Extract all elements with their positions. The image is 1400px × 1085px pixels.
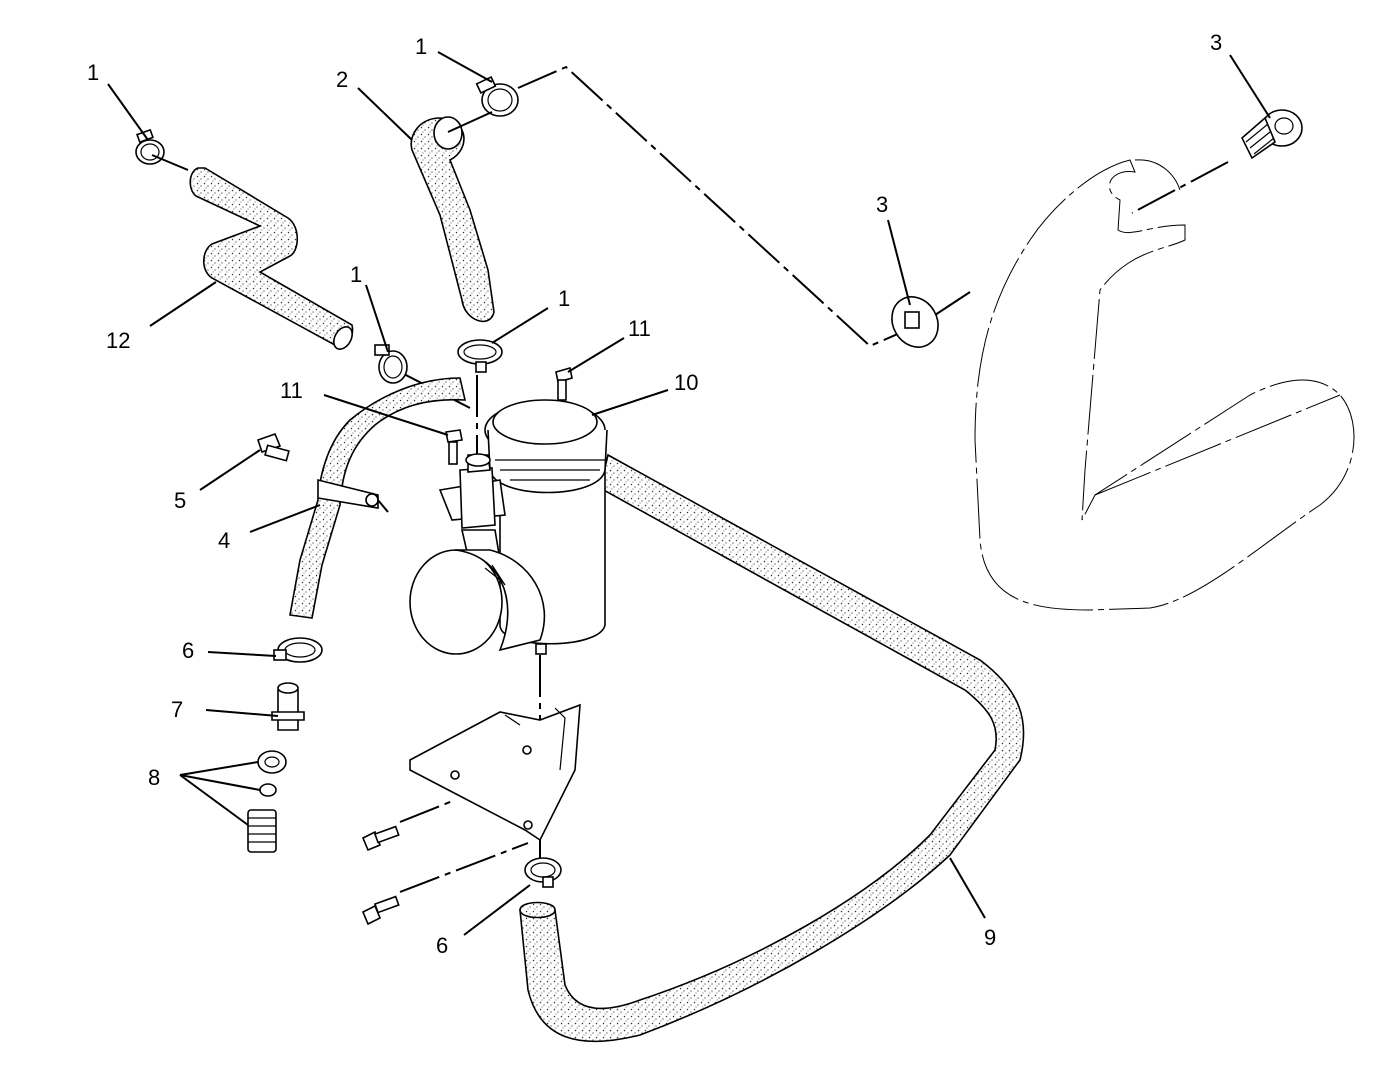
fitting-7	[271, 682, 305, 731]
filter-assembly-10	[409, 399, 608, 655]
clamp-1-topmiddle	[475, 76, 519, 117]
callout-6-upper: 6	[182, 638, 194, 663]
callout-1-middle: 1	[350, 262, 362, 287]
nut-8	[257, 750, 287, 774]
callout-11-lower: 11	[280, 378, 303, 403]
leader-lines	[107, 51, 1271, 936]
center-line-bolt-to-outline	[1131, 161, 1229, 214]
callout-3-bolt: 3	[1210, 30, 1222, 55]
hose-9	[519, 453, 1025, 1043]
phantom-mounting-outline	[974, 159, 1355, 611]
callout-9: 9	[984, 925, 996, 950]
callout-6-lower: 6	[436, 933, 448, 958]
callout-3-washer: 3	[876, 192, 888, 217]
hose-2	[410, 116, 495, 323]
callout-1-topleft: 1	[87, 60, 99, 85]
callout-1-topmiddle: 1	[415, 34, 427, 59]
center-line-bolt-upper	[399, 799, 456, 823]
clamp-1-center	[457, 339, 503, 373]
callout-1-center: 1	[558, 286, 570, 311]
callout-labels: 1 1 1 1 2 3 3 4 5 6 6 7 8 9 10 11 11 12	[87, 30, 1222, 958]
callout-7: 7	[171, 697, 183, 722]
callout-8: 8	[148, 765, 160, 790]
ferrule-8	[259, 783, 277, 797]
bolt-3	[1241, 109, 1303, 160]
bracket-clamp-4	[317, 478, 379, 509]
center-line-bolt-lower	[399, 842, 529, 893]
callout-11-upper: 11	[628, 316, 651, 341]
callout-2: 2	[336, 67, 348, 92]
clamp-6-upper	[273, 637, 323, 663]
callout-5: 5	[174, 488, 186, 513]
callout-10: 10	[674, 370, 698, 395]
center-line-washer-to-outline	[934, 291, 971, 316]
callout-4: 4	[218, 528, 230, 553]
adapter-8	[247, 809, 277, 853]
clamp-6-lower	[524, 857, 562, 888]
bracket-bolt-upper	[361, 825, 400, 852]
hose-12	[189, 167, 354, 350]
bolt-11-lower	[445, 429, 463, 465]
bolt-11-upper	[555, 366, 573, 401]
mounting-bracket	[409, 703, 581, 842]
clamp-1-middle	[374, 344, 408, 384]
center-line-clamp-to-bolt	[517, 65, 901, 348]
bracket-bolt-lower	[361, 895, 400, 926]
washer-3	[891, 296, 939, 348]
callout-12: 12	[106, 328, 130, 353]
bolt-5	[256, 432, 290, 462]
